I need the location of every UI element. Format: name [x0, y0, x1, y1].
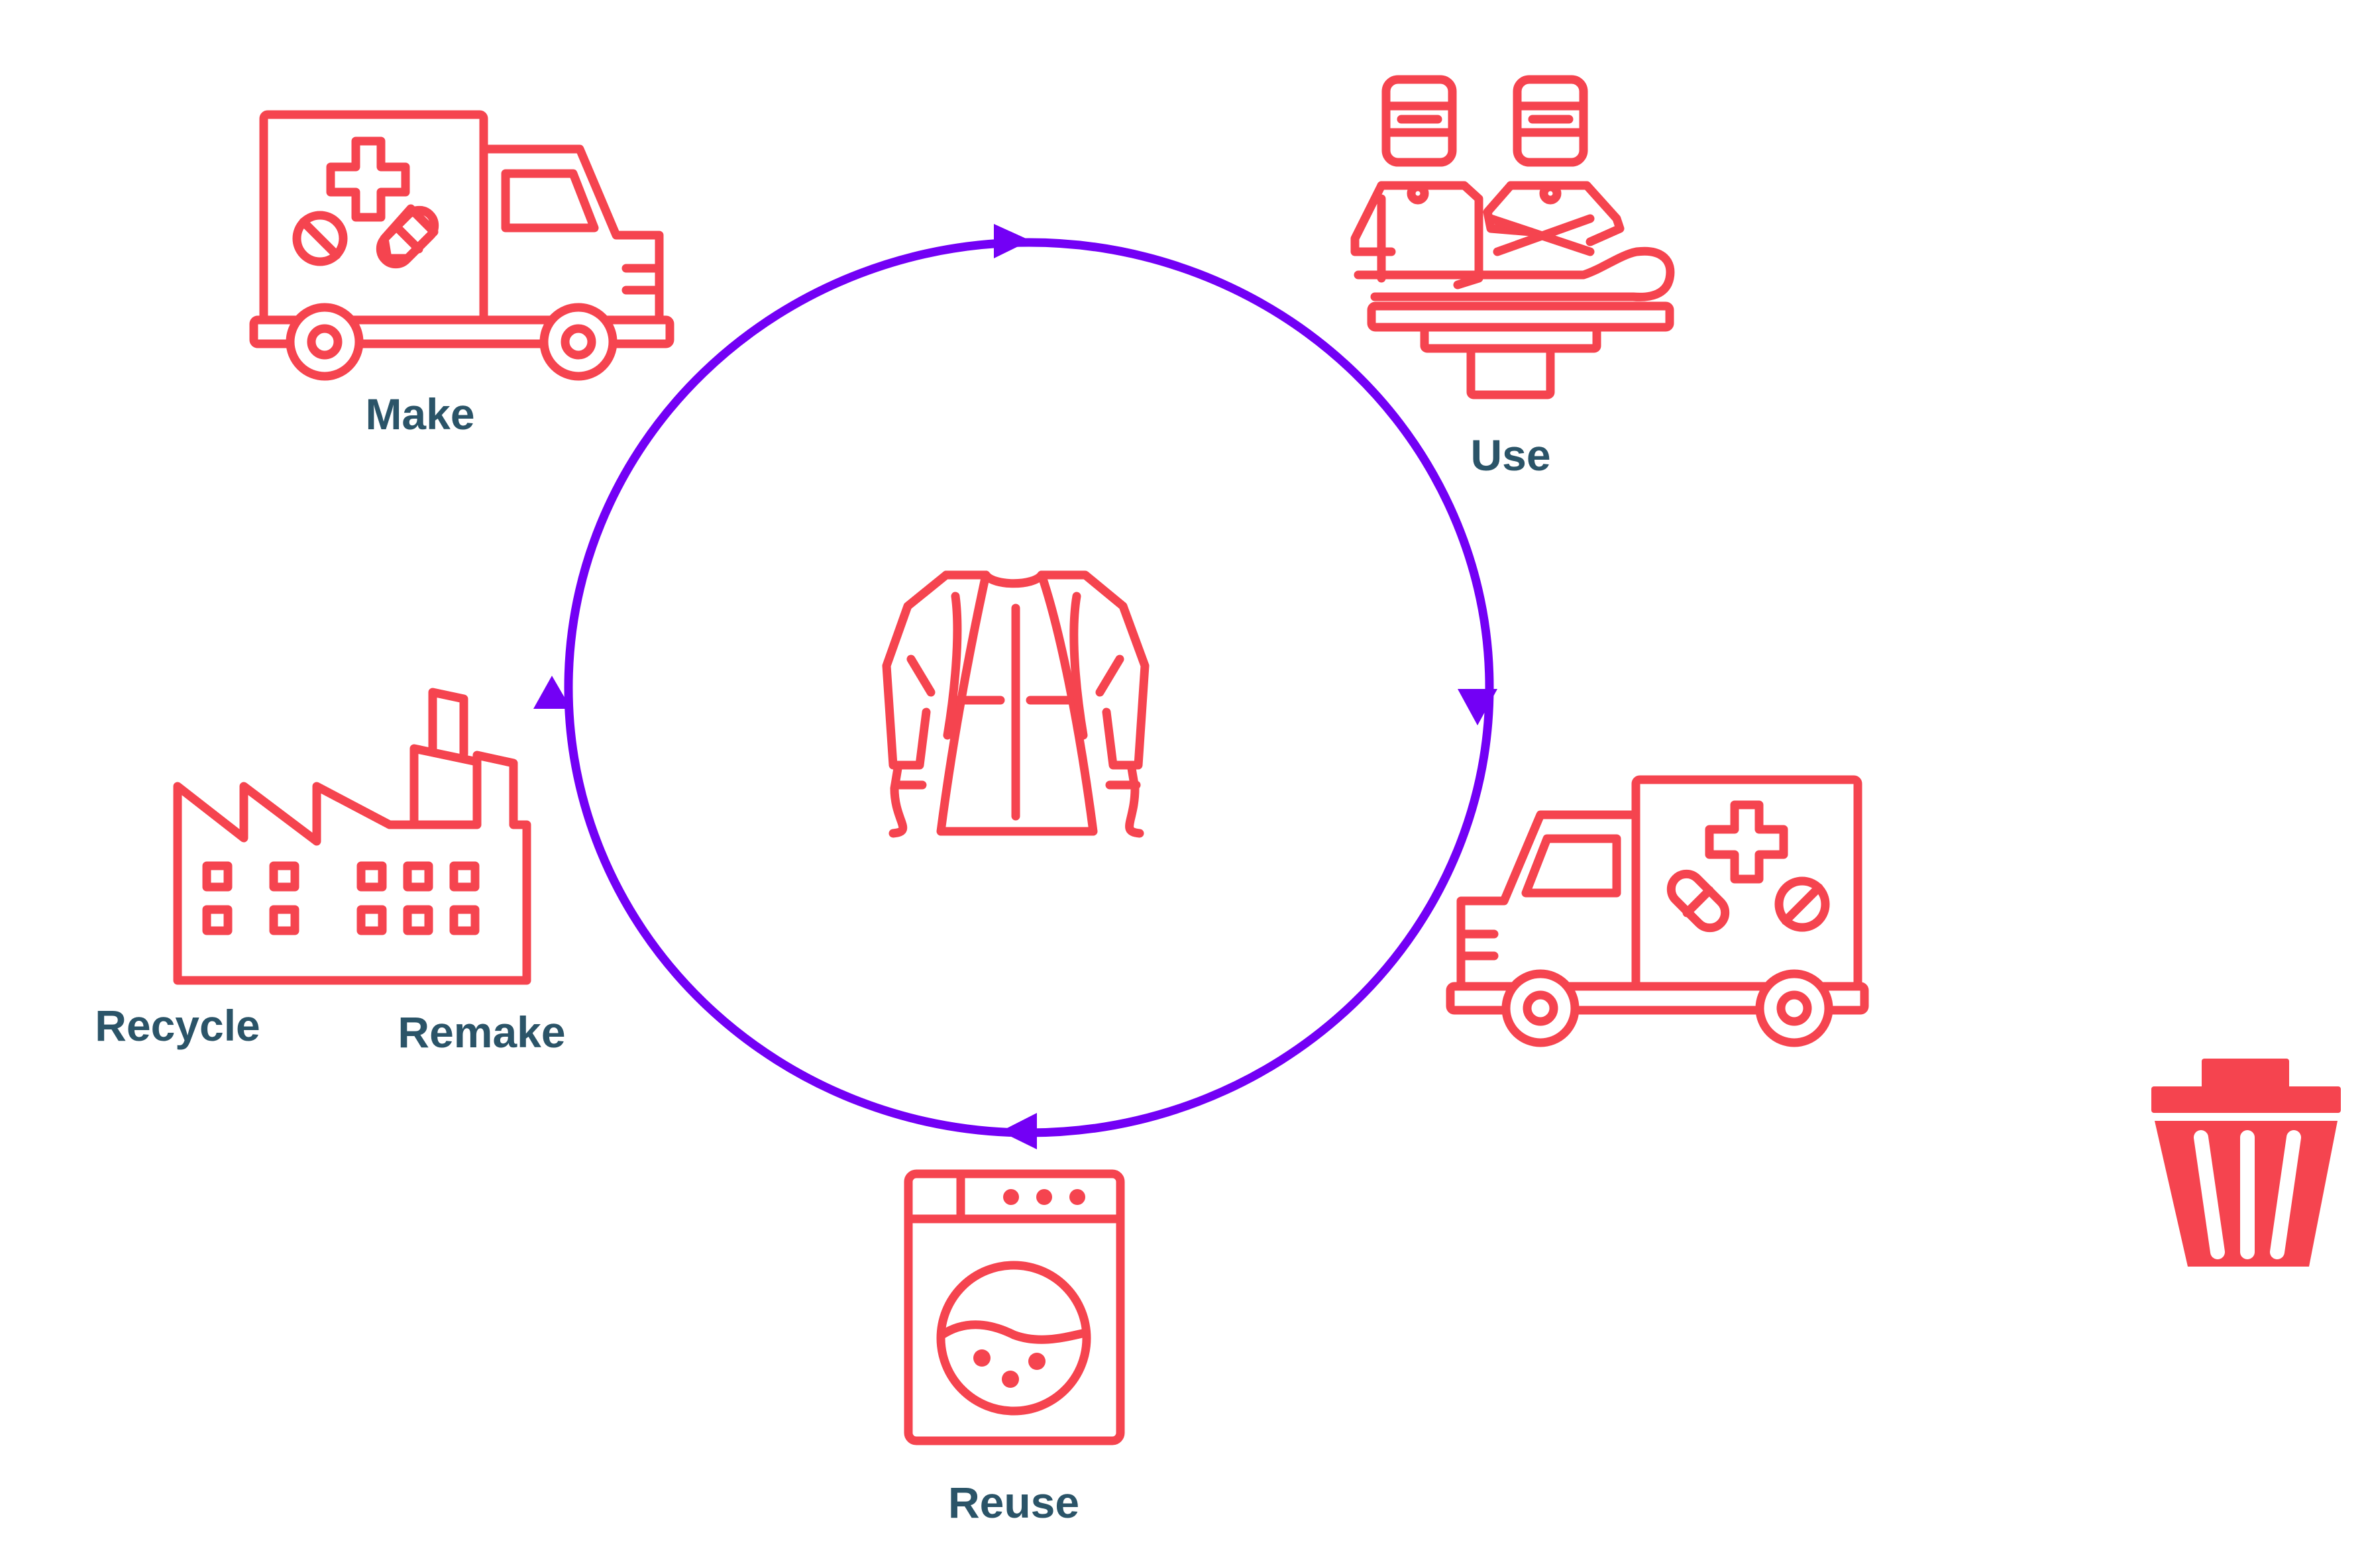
- use-label: Use: [1470, 431, 1551, 480]
- cycle-arrow-right: [1458, 689, 1497, 725]
- make-label: Make: [365, 390, 475, 439]
- cycle-arrow-top: [994, 224, 1030, 258]
- make-truck-icon: [249, 110, 674, 381]
- factory-icon: [173, 688, 531, 985]
- cycle-arrow-left: [533, 676, 571, 709]
- remake-label: Remake: [398, 1008, 566, 1057]
- trash-bin-icon: [2151, 1059, 2341, 1267]
- cycle-arrow-bottom: [1000, 1113, 1037, 1149]
- surgeons-operating-icon: [1350, 75, 1675, 399]
- cycle-ring: [533, 224, 1497, 1149]
- transport-truck-icon: [1446, 775, 1869, 1047]
- washing-machine-icon: [904, 1169, 1125, 1445]
- recycle-label: Recycle: [95, 1001, 260, 1050]
- surgical-gown-icon: [882, 570, 1150, 838]
- reuse-label: Reuse: [947, 1478, 1080, 1527]
